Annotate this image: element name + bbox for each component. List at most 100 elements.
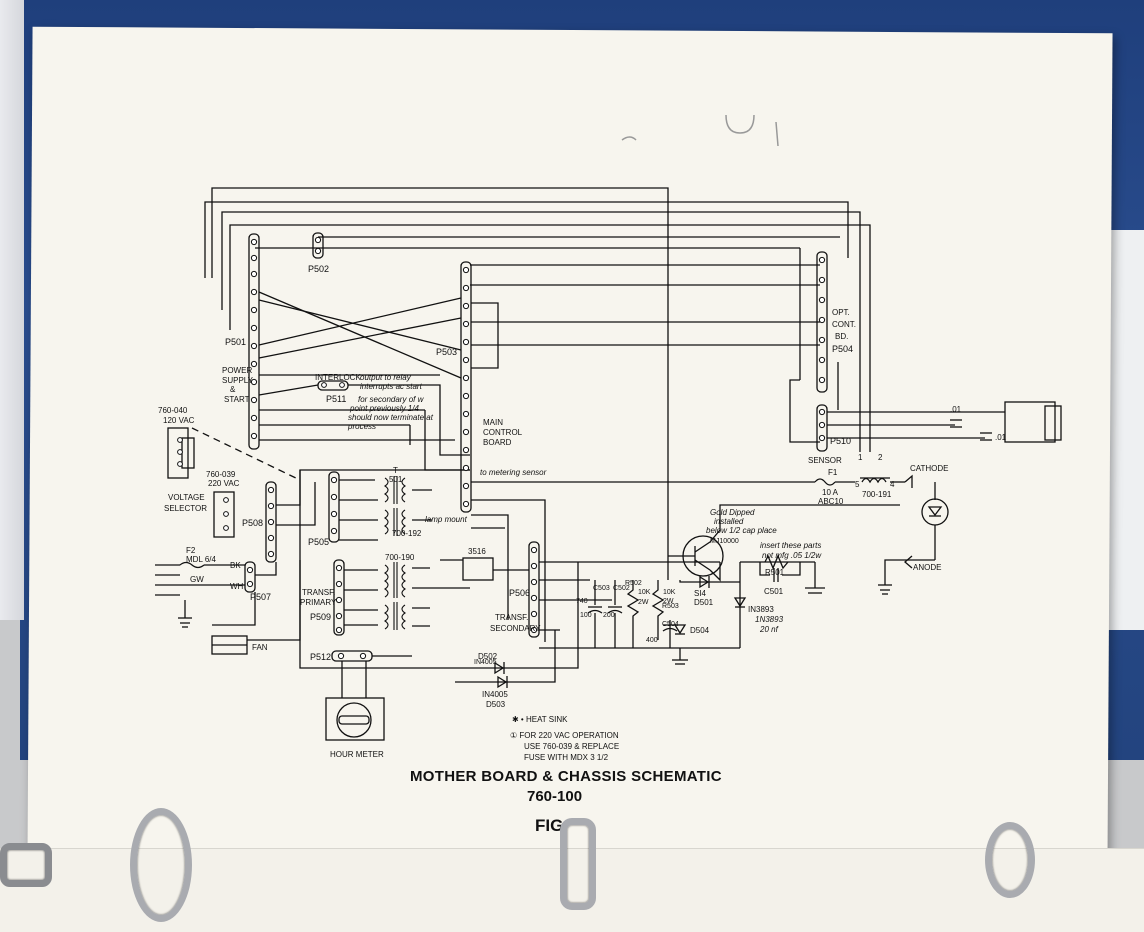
label-p511: P511 bbox=[326, 394, 346, 404]
hw-p511-2: point previously 1/4 bbox=[349, 404, 419, 413]
label-2w-a: 2W bbox=[638, 599, 649, 606]
label-f2: F2 bbox=[186, 546, 196, 555]
hw-p511-3: should now terminate at bbox=[348, 413, 434, 422]
label-c502: C502 bbox=[613, 585, 630, 592]
label-selector: SELECTOR bbox=[164, 504, 207, 513]
hw-p511-1: for secondary of w bbox=[358, 395, 425, 404]
binder-spine bbox=[0, 0, 24, 620]
label-sensor: SENSOR bbox=[808, 456, 842, 465]
label-p508: P508 bbox=[242, 518, 263, 528]
label-hour-meter: HOUR METER bbox=[330, 750, 384, 759]
label-700-192: 700-192 bbox=[392, 529, 422, 538]
hw-mj-1: Gold Dipped bbox=[710, 508, 755, 517]
label-bk: BK bbox=[230, 561, 241, 570]
label-interlock: INTERLOCK bbox=[315, 373, 361, 382]
label-cont: CONT. bbox=[832, 320, 856, 329]
label-pin-5: 5 bbox=[855, 480, 860, 489]
label-740: 740 bbox=[576, 598, 588, 605]
schematic-number: 760-100 bbox=[527, 788, 583, 805]
label-bd: BD. bbox=[835, 332, 848, 341]
hw-ring-note: to metering sensor bbox=[480, 468, 547, 477]
label-pin-1: 1 bbox=[858, 453, 863, 462]
label-abc10: ABC10 bbox=[818, 497, 844, 506]
label-2w-b: 2W bbox=[663, 598, 674, 605]
label-gw: GW bbox=[190, 575, 204, 584]
label-120vac: 120 VAC bbox=[163, 416, 195, 425]
label-opt: OPT. bbox=[832, 308, 850, 317]
label-control: CONTROL bbox=[483, 428, 523, 437]
hw-r501-2: not mfg .05 1/2w bbox=[762, 551, 822, 560]
faded-marks bbox=[621, 114, 779, 147]
label-200: 200 bbox=[603, 612, 615, 619]
label-p501: P501 bbox=[225, 337, 246, 347]
label-f1: F1 bbox=[828, 468, 838, 477]
label-secondary: SECONDARY bbox=[490, 624, 541, 633]
label-wh: WH bbox=[230, 582, 244, 591]
hw-in3893-1: 1N3893 bbox=[755, 615, 784, 624]
label-in4005a: IN4005 bbox=[474, 659, 497, 666]
label-p502: P502 bbox=[308, 264, 329, 274]
figure-label: FIG bbox=[535, 816, 564, 835]
label-mdl: MDL 6/4 bbox=[186, 555, 216, 564]
label-r502: R502 bbox=[625, 580, 642, 587]
binder-ring-center bbox=[560, 818, 596, 910]
label-main: MAIN bbox=[483, 418, 503, 427]
label-start: START bbox=[224, 395, 250, 404]
hw-mj-2: installed bbox=[714, 517, 744, 526]
binder-ring-right bbox=[985, 822, 1035, 898]
label-501: 501 bbox=[389, 475, 403, 484]
hw-in3893-2: 20 nf bbox=[759, 625, 779, 634]
label-760-039: 760-039 bbox=[206, 470, 236, 479]
label-c501: C501 bbox=[764, 587, 784, 596]
hw-interlock-1: output to relay bbox=[360, 373, 412, 382]
label-voltage: VOLTAGE bbox=[168, 493, 205, 502]
label-700-191: 700-191 bbox=[862, 490, 892, 499]
label-d502: D502 bbox=[478, 652, 498, 661]
label-amp: & bbox=[230, 385, 236, 394]
label-400: 400 bbox=[646, 637, 658, 644]
label-10k-a: 10K bbox=[638, 589, 651, 596]
label-700-190: 700-190 bbox=[385, 553, 415, 562]
label-d501: D501 bbox=[694, 598, 714, 607]
label-t: T bbox=[393, 466, 398, 475]
label-d504: D504 bbox=[690, 626, 710, 635]
label-10k-b: 10K bbox=[663, 589, 676, 596]
hw-lamp-note: lamp mount bbox=[425, 515, 468, 524]
label-board: BOARD bbox=[483, 438, 512, 447]
label-p505: P505 bbox=[308, 537, 329, 547]
label-10a: 10 A bbox=[822, 488, 839, 497]
note-220-2: USE 760-039 & REPLACE bbox=[524, 742, 619, 751]
label-si4: SI4 bbox=[694, 589, 707, 598]
label-cap-01b: .01 bbox=[995, 433, 1007, 442]
hw-interlock-2: interrupts ac start bbox=[360, 382, 423, 391]
label-in4005b: IN4005 bbox=[482, 690, 508, 699]
label-p503: P503 bbox=[436, 347, 457, 357]
label-p510: P510 bbox=[830, 436, 851, 446]
schematic-title: MOTHER BOARD & CHASSIS SCHEMATIC bbox=[410, 768, 722, 785]
label-transf-p: TRANSF. bbox=[302, 588, 335, 597]
label-p509: P509 bbox=[310, 612, 331, 622]
hw-mj-3: below 1/2 cap place bbox=[706, 526, 777, 535]
label-p504: P504 bbox=[832, 344, 853, 354]
label-primary: PRIMARY bbox=[300, 598, 337, 607]
label-3516: 3516 bbox=[468, 547, 486, 556]
label-transf-s: TRANSF. bbox=[495, 613, 528, 622]
note-220-1: ① FOR 220 VAC OPERATION bbox=[510, 731, 619, 740]
label-cathode: CATHODE bbox=[910, 464, 949, 473]
label-p507: P507 bbox=[250, 592, 271, 602]
label-power: POWER bbox=[222, 366, 252, 375]
label-c503: C503 bbox=[593, 585, 610, 592]
note-220-3: FUSE WITH MDX 3 1/2 bbox=[524, 753, 609, 762]
label-r501: R501 bbox=[765, 568, 785, 577]
label-in3893: IN3893 bbox=[748, 605, 774, 614]
label-100: 100 bbox=[580, 612, 592, 619]
label-anode: ANODE bbox=[913, 563, 941, 572]
label-d503: D503 bbox=[486, 700, 506, 709]
hw-r501-1: insert these parts bbox=[760, 541, 821, 550]
label-cap-01a: .01 bbox=[950, 405, 962, 414]
hw-p511-4: process bbox=[347, 422, 376, 431]
label-p512: P512 bbox=[310, 652, 331, 662]
label-pin-4: 4 bbox=[890, 480, 895, 489]
label-supply: SUPPLY bbox=[222, 376, 254, 385]
binder-ring-left bbox=[130, 808, 192, 922]
